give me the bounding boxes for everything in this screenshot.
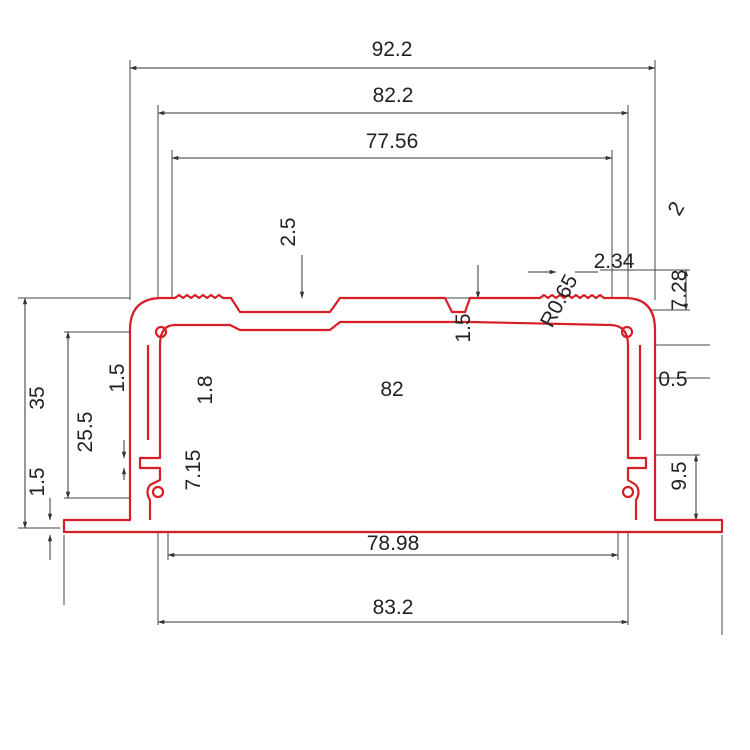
screw-boss-bottom-left	[151, 485, 165, 499]
screw-boss-top-left	[154, 325, 168, 339]
label-dim-2-34: 2.34	[594, 250, 635, 273]
label-width-outer-wall: 82.2	[373, 84, 414, 107]
label-dim-1-5-left: 1.5	[106, 363, 129, 392]
screw-boss-top-right	[620, 325, 634, 339]
label-dim-7-28: 7.28	[668, 270, 691, 311]
outer-shell-outline	[62, 293, 724, 534]
label-width-base: 83.2	[373, 596, 414, 619]
label-dim-1-8: 1.8	[194, 375, 217, 404]
label-height-35: 35	[26, 386, 49, 409]
label-dim-7-15: 7.15	[182, 450, 205, 491]
label-corner-2: 2	[663, 198, 689, 220]
label-width-inner-top: 77.56	[366, 130, 419, 153]
screw-boss-bottom-right	[621, 485, 635, 499]
label-dim-1-5-base: 1.5	[26, 467, 49, 496]
label-dim-9-5: 9.5	[668, 461, 691, 490]
label-groove-depth: 2.5	[277, 217, 300, 246]
label-width-overall: 92.2	[372, 38, 413, 61]
label-height-25-5: 25.5	[74, 412, 97, 453]
label-width-slot: 78.98	[367, 532, 420, 555]
dimension-labels: 92.2 82.2 77.56 82 78.98 83.2 2.34 0.5 2…	[26, 38, 691, 619]
label-dim-1-5-top: 1.5	[452, 313, 475, 342]
inner-cavity-outline	[138, 320, 648, 520]
label-dim-0-5: 0.5	[658, 368, 687, 391]
label-width-inner-82: 82	[380, 378, 403, 401]
enclosure-profile	[62, 293, 724, 534]
